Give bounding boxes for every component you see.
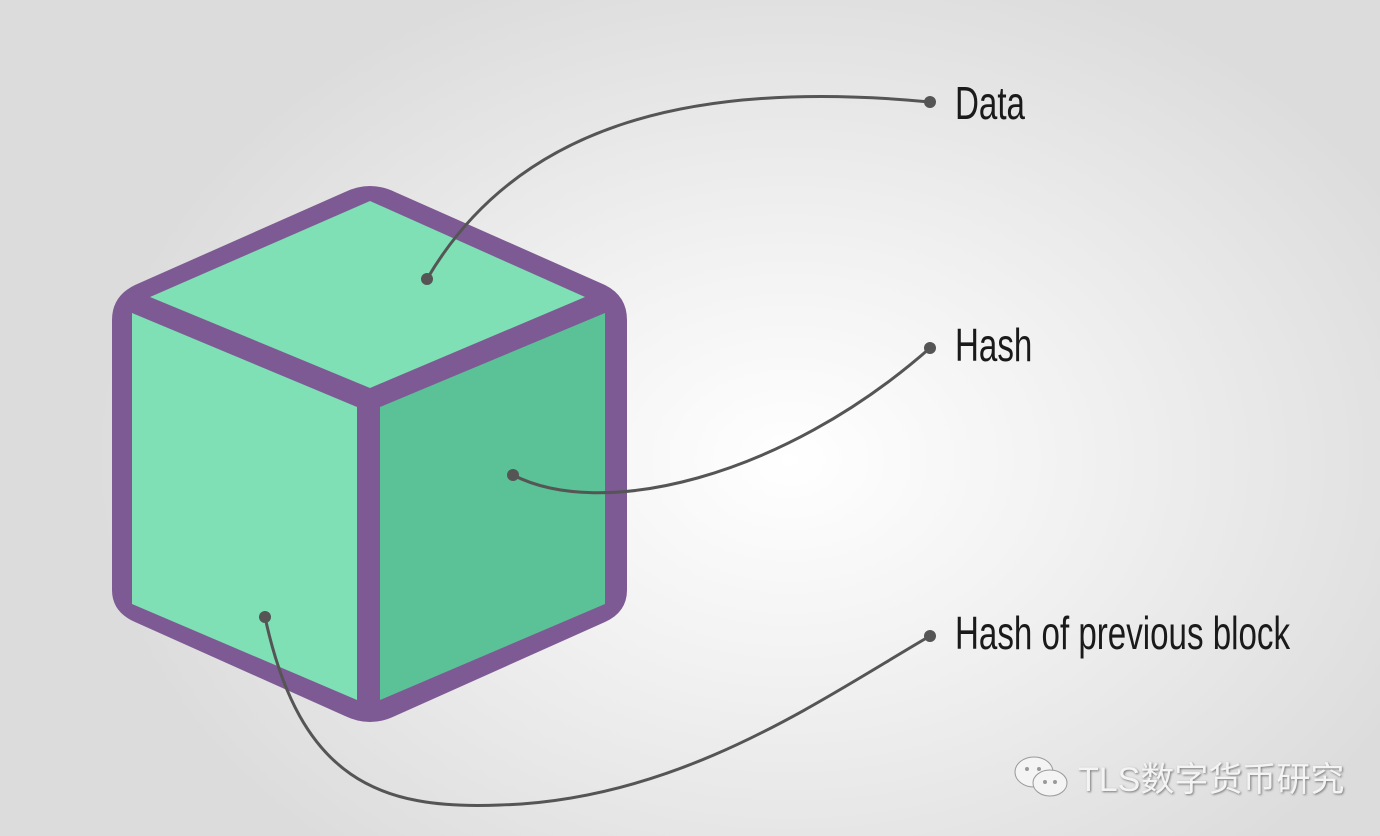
dot-hash-label [924,342,936,354]
cube-top-face [150,201,585,388]
label-hash: Hash [955,319,1033,371]
dot-prev-label [924,630,936,642]
dot-data-label [924,96,936,108]
connector-data [425,94,931,280]
connector-hash [512,346,931,495]
cube-right-face [380,313,605,700]
label-prev-hash: Hash of previous block [955,607,1291,659]
watermark: TLS数字货币研究 [1012,752,1344,801]
cube-left-face [132,313,357,700]
dot-data-source [421,273,433,285]
dot-hash-source [507,469,519,481]
watermark-text: TLS数字货币研究 [1078,761,1345,799]
wechat-icon [1014,756,1068,796]
cube-block [112,186,627,722]
connector-prev-hash [263,616,931,807]
dot-prev-source [259,611,271,623]
label-data: Data [955,77,1025,129]
